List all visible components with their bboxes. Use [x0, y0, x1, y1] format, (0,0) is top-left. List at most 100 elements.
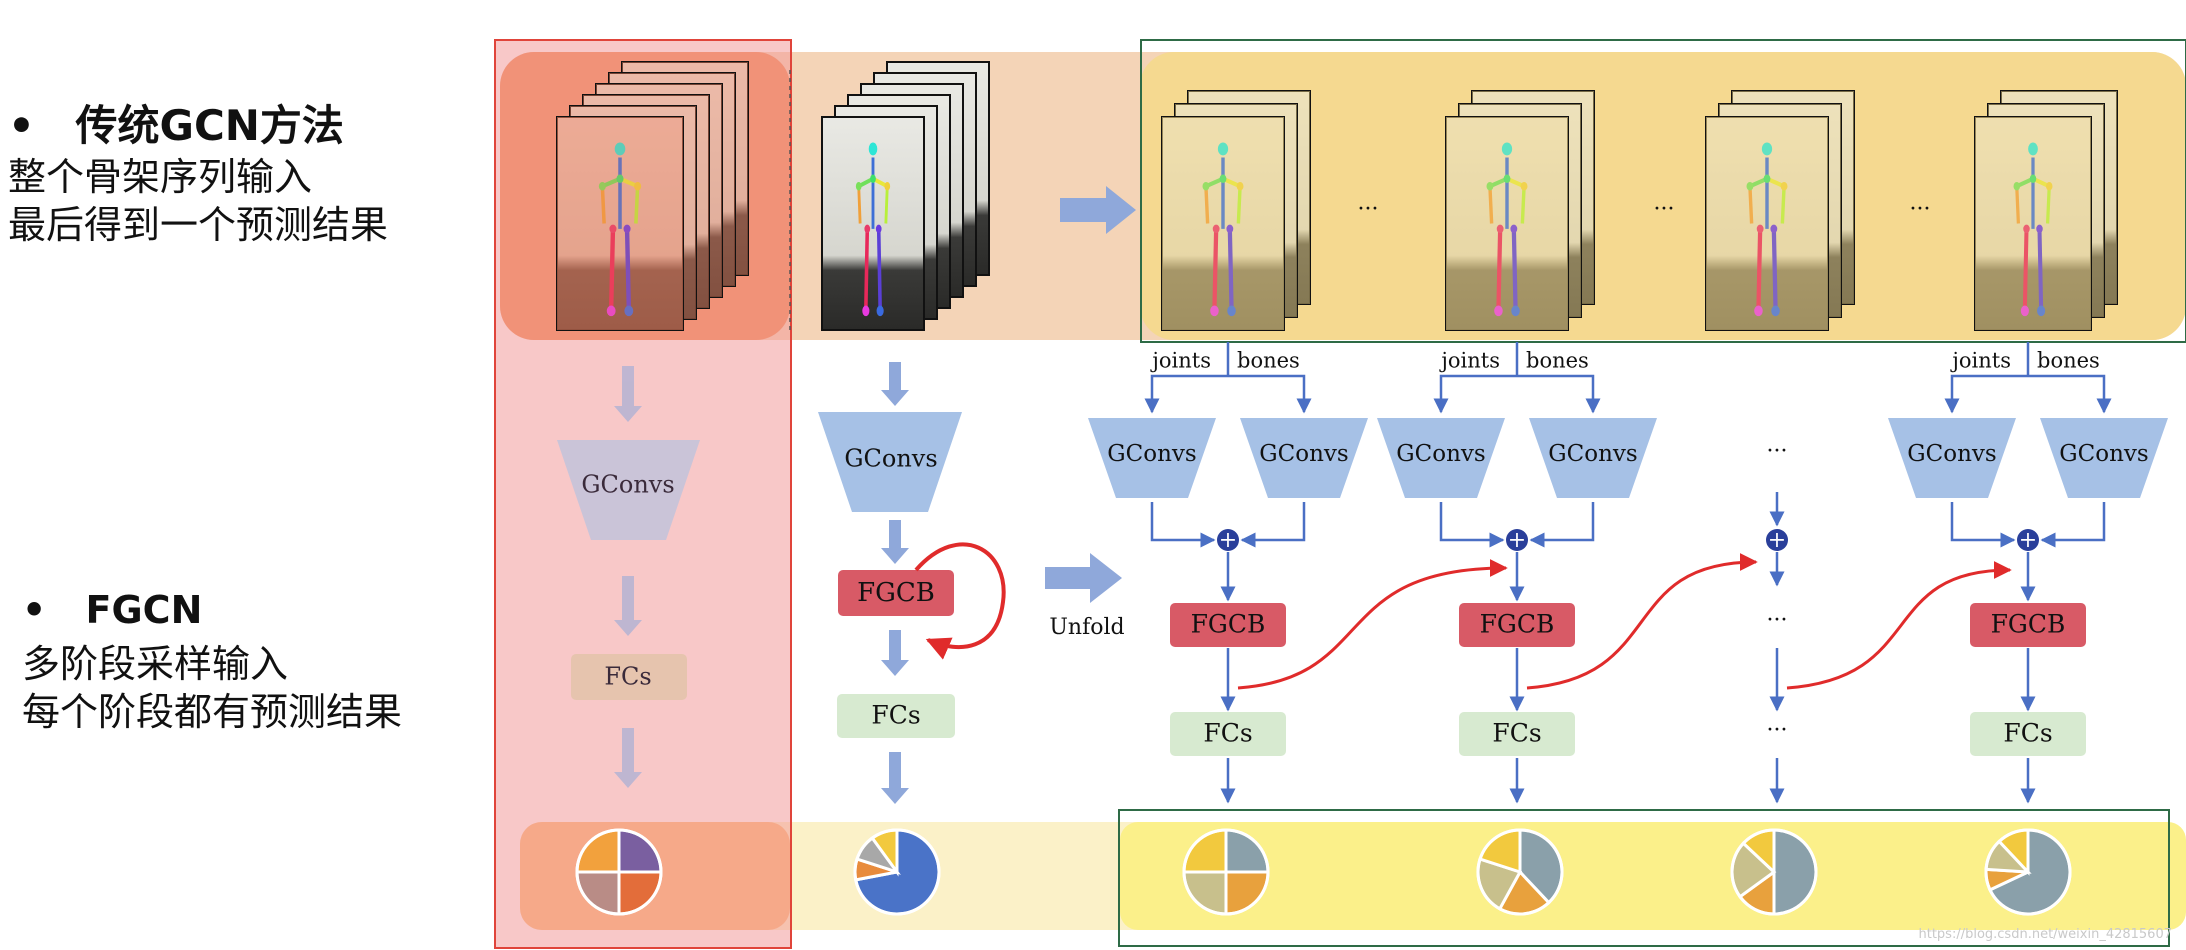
gconvs-label: GConvs: [1907, 441, 1996, 467]
fcs-label: FCs: [2003, 719, 2052, 748]
bones-label: bones: [2037, 349, 2100, 373]
method-fgcn: • FGCN 多阶段采样输入 每个阶段都有预测结果: [22, 588, 402, 736]
pie-outline: [1984, 828, 2072, 916]
arrow-shaft: [889, 362, 901, 392]
fgcb-block: [1170, 603, 1286, 647]
gconvs-label: GConvs: [1107, 441, 1196, 467]
stage-output-band: [1120, 822, 2186, 930]
stage4-frame-stack: [1974, 90, 2118, 331]
stage-ellipsis: ···: [1767, 718, 1788, 743]
arrow-head: [881, 660, 909, 676]
gconvs-block: [1088, 418, 1216, 498]
stage1-frame-stack: [1161, 90, 1311, 331]
sampling-arrow: [1060, 186, 1136, 234]
sum-plus: +: [1219, 528, 1237, 553]
sum-node: [2017, 529, 2039, 551]
method-desc-line: 每个阶段都有预测结果: [22, 690, 403, 734]
stage2-frame-stack: [1445, 90, 1595, 331]
pie-outline: [853, 828, 941, 916]
sum-node: [1217, 529, 1239, 551]
gconvs-block: [1240, 418, 1368, 498]
fgcb-label: FGCB: [1480, 610, 1555, 639]
person-tint: [1975, 117, 2091, 330]
pie-stage-1: [1182, 828, 1270, 916]
state-pass-arrow: [1237, 559, 1508, 690]
flow-arrow: [881, 520, 909, 564]
stage-output-frame: [1118, 809, 2170, 947]
gconvs-block: [1888, 418, 2016, 498]
arrow-head: [614, 406, 642, 422]
unfold-label: Unfold: [1049, 615, 1124, 640]
pie-fgcn-whole: [853, 828, 941, 916]
split-arrows: [1433, 374, 1601, 414]
pie-outline: [1730, 828, 1818, 916]
method-desc-line: 多阶段采样输入: [22, 642, 289, 686]
flow-arrow: [881, 362, 909, 406]
stage-ellipsis: ···: [1910, 197, 1931, 222]
fcs-block: [1970, 712, 2086, 756]
gconvs-label: GConvs: [844, 445, 937, 473]
gconvs-label: GConvs: [1548, 441, 1637, 467]
arrow-head: [614, 620, 642, 636]
fcs-label: FCs: [1492, 719, 1541, 748]
gconvs-label: GConvs: [1396, 441, 1485, 467]
gconvs-block: [557, 440, 700, 540]
arrow-shaft: [622, 576, 634, 622]
fgcb-block: [1970, 603, 2086, 647]
merge-arrow: [1240, 502, 1306, 548]
fgcb-block: [1459, 603, 1575, 647]
state-pass-arrow: [1526, 553, 1758, 690]
arrow-head: [881, 390, 909, 406]
stage-input-frame: [1140, 39, 2186, 343]
pie-stage-4: [1984, 828, 2072, 916]
stage-ellipsis: ···: [1767, 439, 1788, 464]
flow-arrow: [614, 576, 642, 636]
state-pass-arrow: [1786, 561, 2012, 690]
fgcb-label: FGCB: [1191, 610, 1266, 639]
method-title: FGCN: [85, 588, 203, 632]
watermark: https://blog.csdn.net/weixin_42815607: [1918, 927, 2172, 942]
stage3-pipeline: ··· + ··· ···: [1766, 439, 1788, 804]
method-desc-line: 最后得到一个预测结果: [8, 203, 389, 247]
joints-label: joints: [1438, 349, 1500, 373]
stage-ellipsis: ···: [1654, 197, 1675, 222]
flow-arrow: [881, 752, 909, 804]
traditional-pipeline: [557, 366, 700, 788]
pie-outline: [1182, 828, 1270, 916]
flow-arrow: [614, 728, 642, 788]
arrow-head: [614, 772, 642, 788]
fcs-block: [571, 654, 687, 700]
bullet: •: [22, 588, 47, 632]
arrow-head: [881, 788, 909, 804]
stage-ellipsis: ···: [1767, 608, 1788, 633]
arrow-head: [881, 548, 909, 564]
gconvs-block: [2040, 418, 2168, 498]
pie-stage-2: [1476, 828, 1564, 916]
pie-stage-3: [1730, 828, 1818, 916]
fcs-label: FCs: [871, 701, 920, 730]
method-title: 传统GCN方法: [75, 101, 344, 150]
person-tint: [1162, 117, 1284, 330]
gconvs-label: GConvs: [2059, 441, 2148, 467]
sum-plus: +: [1508, 528, 1526, 553]
fgcb-label: FGCB: [1991, 610, 2066, 639]
pie-outline: [575, 828, 663, 916]
pie-traditional: [575, 828, 663, 916]
unfold-arrow: [1045, 553, 1122, 603]
arrow-shaft: [622, 366, 634, 408]
merge-arrow: [1439, 502, 1505, 548]
sum-plus: +: [1768, 528, 1786, 553]
flow-arrow: [881, 630, 909, 676]
fgcb-block: [838, 570, 954, 616]
split-arrows: [1144, 374, 1312, 414]
bones-label: bones: [1237, 349, 1300, 373]
arrow-shaft: [889, 520, 901, 550]
method-traditional: • 传统GCN方法 整个骨架序列输入 最后得到一个预测结果: [8, 92, 388, 249]
fcs-block: [837, 694, 955, 738]
merge-arrow: [1150, 502, 1216, 548]
gconvs-block: [1377, 418, 1505, 498]
person-tint: [1446, 117, 1568, 330]
stage-ellipsis: ···: [1358, 197, 1379, 222]
